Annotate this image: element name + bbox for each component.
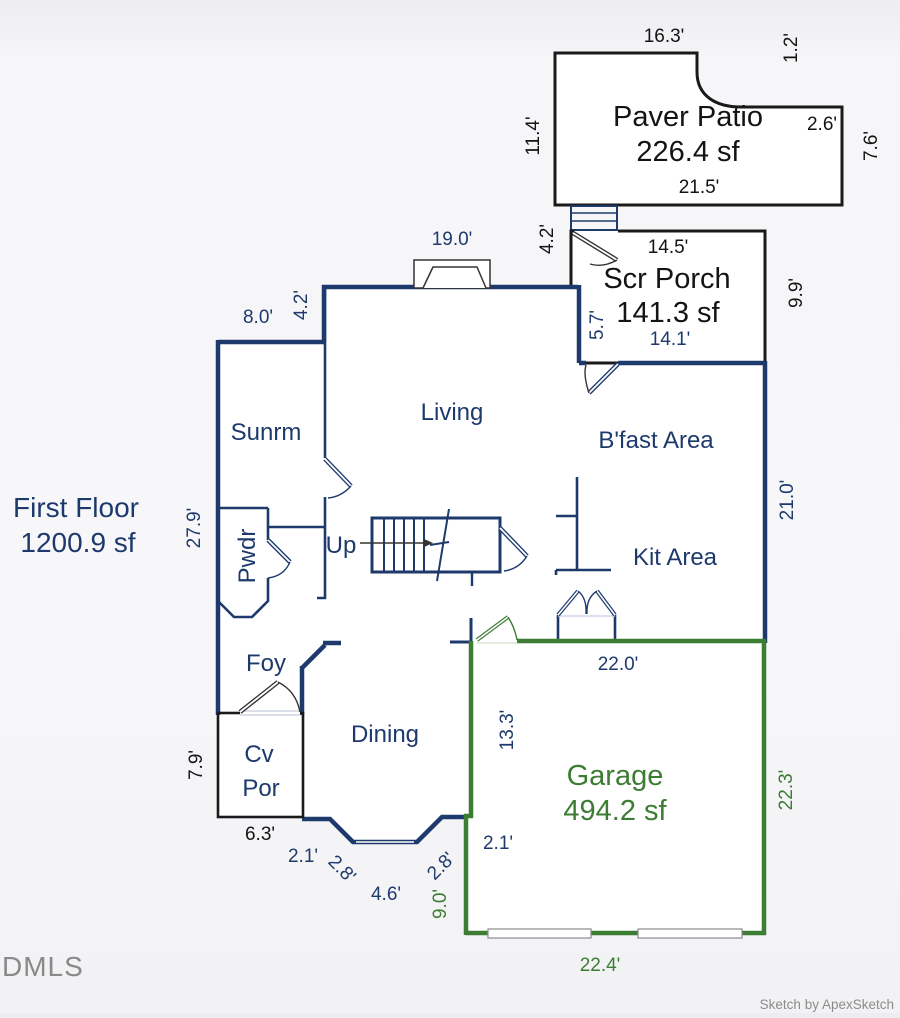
room-label-kitchen: Kit Area xyxy=(633,544,718,571)
garage-name: Garage xyxy=(567,760,664,792)
powder-door xyxy=(266,538,292,579)
dim-bay-seg4: 2.8' xyxy=(423,848,459,884)
french-doors xyxy=(556,589,617,641)
kitchen-counter xyxy=(554,477,611,575)
dim-garage-right: 22.3' xyxy=(776,770,797,811)
room-label-cvpor-1: Cv xyxy=(244,741,273,768)
dim-patio-step: 2.6' xyxy=(807,114,837,135)
front-door xyxy=(238,680,301,714)
stairs xyxy=(360,508,502,582)
dim-patio-top: 16.3' xyxy=(644,26,685,47)
room-label-sunroom: Sunrm xyxy=(231,419,302,446)
dim-living-jog: 4.2' xyxy=(291,290,312,320)
first-floor-sqft: 1200.9 sf xyxy=(20,527,135,558)
patio-labels: 16.3' 1.2' 11.4' Paver Patio 226.4 sf 2.… xyxy=(523,26,882,198)
patio-steps xyxy=(570,205,618,231)
first-floor-label: First Floor xyxy=(13,492,139,523)
fireplace-symbol xyxy=(413,259,491,289)
sunroom-door xyxy=(323,457,353,499)
breakfast-porch-door xyxy=(584,362,620,395)
dim-bay-seg2: 2.8' xyxy=(324,851,360,887)
garage-entry-door xyxy=(475,615,518,644)
room-label-up: Up xyxy=(326,532,357,559)
dim-bay-seg1: 2.1' xyxy=(288,846,318,867)
dim-patio-right: 7.6' xyxy=(861,131,882,161)
porch-entry-door xyxy=(571,231,619,267)
dim-garage-bottom: 22.4' xyxy=(580,955,621,976)
porch-name: Scr Porch xyxy=(603,263,730,295)
dim-living-top: 19.0' xyxy=(432,229,473,250)
paver-patio xyxy=(553,51,844,231)
patio-sqft: 226.4 sf xyxy=(636,136,740,168)
garage-door xyxy=(487,928,743,939)
watermark: DMLS xyxy=(2,951,84,982)
room-labels: Sunrm Living B'fast Area Kit Area Pwdr U… xyxy=(231,399,718,802)
room-label-living: Living xyxy=(421,399,484,426)
door-symbols xyxy=(266,362,620,644)
stair-treads xyxy=(383,518,425,572)
dim-sunroom-top: 8.0' xyxy=(243,307,273,328)
garage-walls xyxy=(463,638,767,936)
room-label-dining: Dining xyxy=(351,721,419,748)
dim-cvpor-left: 7.9' xyxy=(186,750,207,780)
stair-break xyxy=(429,508,450,582)
dim-porch-left-lower: 5.7' xyxy=(587,310,608,340)
room-label-powder: Pwdr xyxy=(234,529,261,584)
dim-cvpor-bottom: 6.3' xyxy=(245,824,275,845)
porch-labels: 14.5' Scr Porch 141.3 sf 14.1' 5.7' 9.9'… xyxy=(537,224,807,350)
garage-sqft: 494.2 sf xyxy=(563,795,667,827)
stair-door xyxy=(498,526,529,572)
up-arrow xyxy=(360,539,433,547)
sketch-credit: Sketch by ApexSketch xyxy=(760,997,894,1012)
dining-bay-wall xyxy=(299,640,468,845)
dim-garage-left-upper: 13.3' xyxy=(497,710,518,751)
covered-porch xyxy=(216,680,305,819)
dim-porch-bottom: 14.1' xyxy=(650,329,691,350)
dim-patio-notch: 1.2' xyxy=(781,33,802,63)
interior-walls xyxy=(217,287,611,644)
room-label-cvpor-2: Por xyxy=(242,775,279,802)
dim-garage-left-lower: 9.0' xyxy=(430,889,451,919)
dim-bay-seg3: 4.6' xyxy=(371,884,401,905)
footer: DMLS Sketch by ApexSketch xyxy=(2,951,894,1012)
garage-fill xyxy=(468,641,764,933)
dim-porch-top: 14.5' xyxy=(648,237,689,258)
patio-walls xyxy=(553,51,844,207)
powder-room-walls xyxy=(217,506,270,619)
room-fills xyxy=(218,53,842,933)
dim-patio-left: 11.4' xyxy=(523,116,544,155)
cvpor-fill xyxy=(218,713,303,817)
dim-bay-seg5: 2.1' xyxy=(483,833,513,854)
room-label-breakfast: B'fast Area xyxy=(598,427,714,454)
patio-fill xyxy=(555,53,842,205)
first-floor-title: First Floor 1200.9 sf xyxy=(13,492,139,558)
garage-labels: 22.0' 13.3' Garage 494.2 sf 22.3' 22.4' xyxy=(497,654,797,976)
dim-porch-right: 9.9' xyxy=(786,278,807,308)
patio-name: Paver Patio xyxy=(613,101,763,133)
dim-house-left: 27.9' xyxy=(184,508,205,549)
room-label-foyer: Foy xyxy=(246,650,286,677)
house-fill xyxy=(218,287,765,842)
dim-porch-left-upper: 4.2' xyxy=(537,224,558,254)
dim-garage-top: 22.0' xyxy=(598,654,639,675)
porch-sqft: 141.3 sf xyxy=(616,297,720,329)
garage xyxy=(463,638,767,939)
dim-patio-bottom: 21.5' xyxy=(679,177,720,198)
dim-house-right: 21.0' xyxy=(777,480,798,521)
